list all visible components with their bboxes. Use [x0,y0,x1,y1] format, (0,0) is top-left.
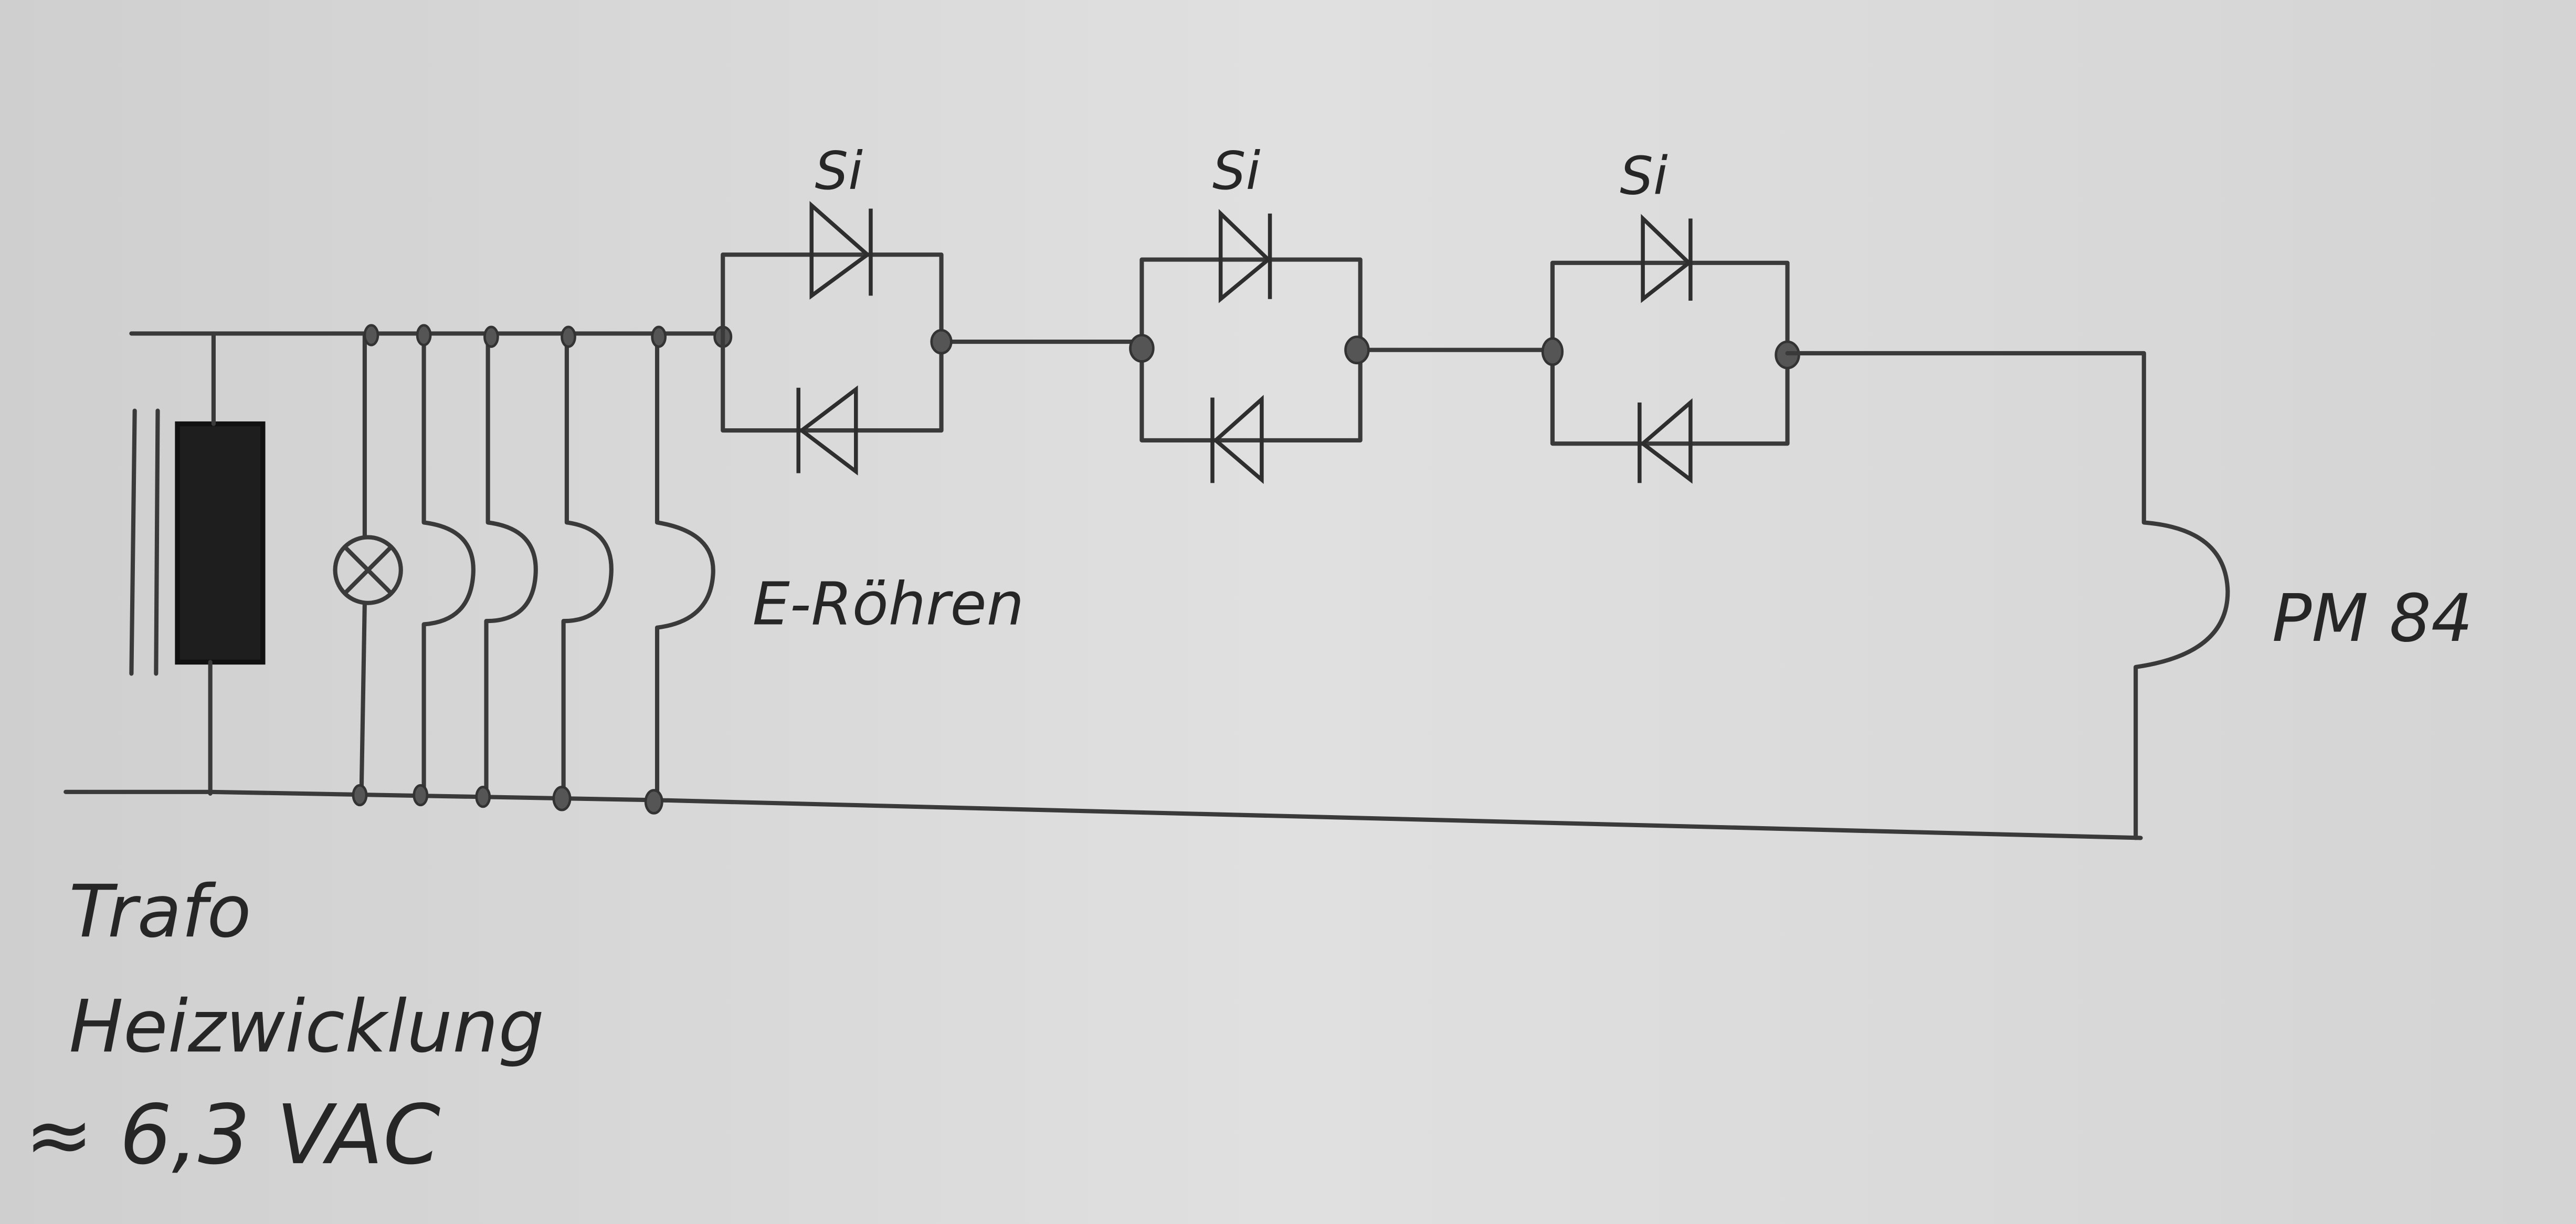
bottom-rail-wire [64,789,2143,840]
transformer-symbol [129,331,266,796]
voltage-label: ≈ 6,3 VAC [25,1087,440,1183]
diode-pair-1 [721,201,1144,476]
lamp-symbol [333,331,403,796]
trafo-label: Trafo [69,870,251,954]
diode-label-1: Si [815,140,863,202]
diode-label-2: Si [1212,140,1261,202]
diode-pair-3 [1541,214,1800,484]
pm84-filament [1785,351,2230,840]
diode-label-3: Si [1620,145,1668,206]
winding-label: Heizwicklung [69,985,544,1069]
diode-pair-2 [1129,209,1555,484]
tubes-label: E-Röhren [753,569,1025,638]
load-label: PM 84 [2272,580,2473,657]
tube-filaments [421,331,715,803]
